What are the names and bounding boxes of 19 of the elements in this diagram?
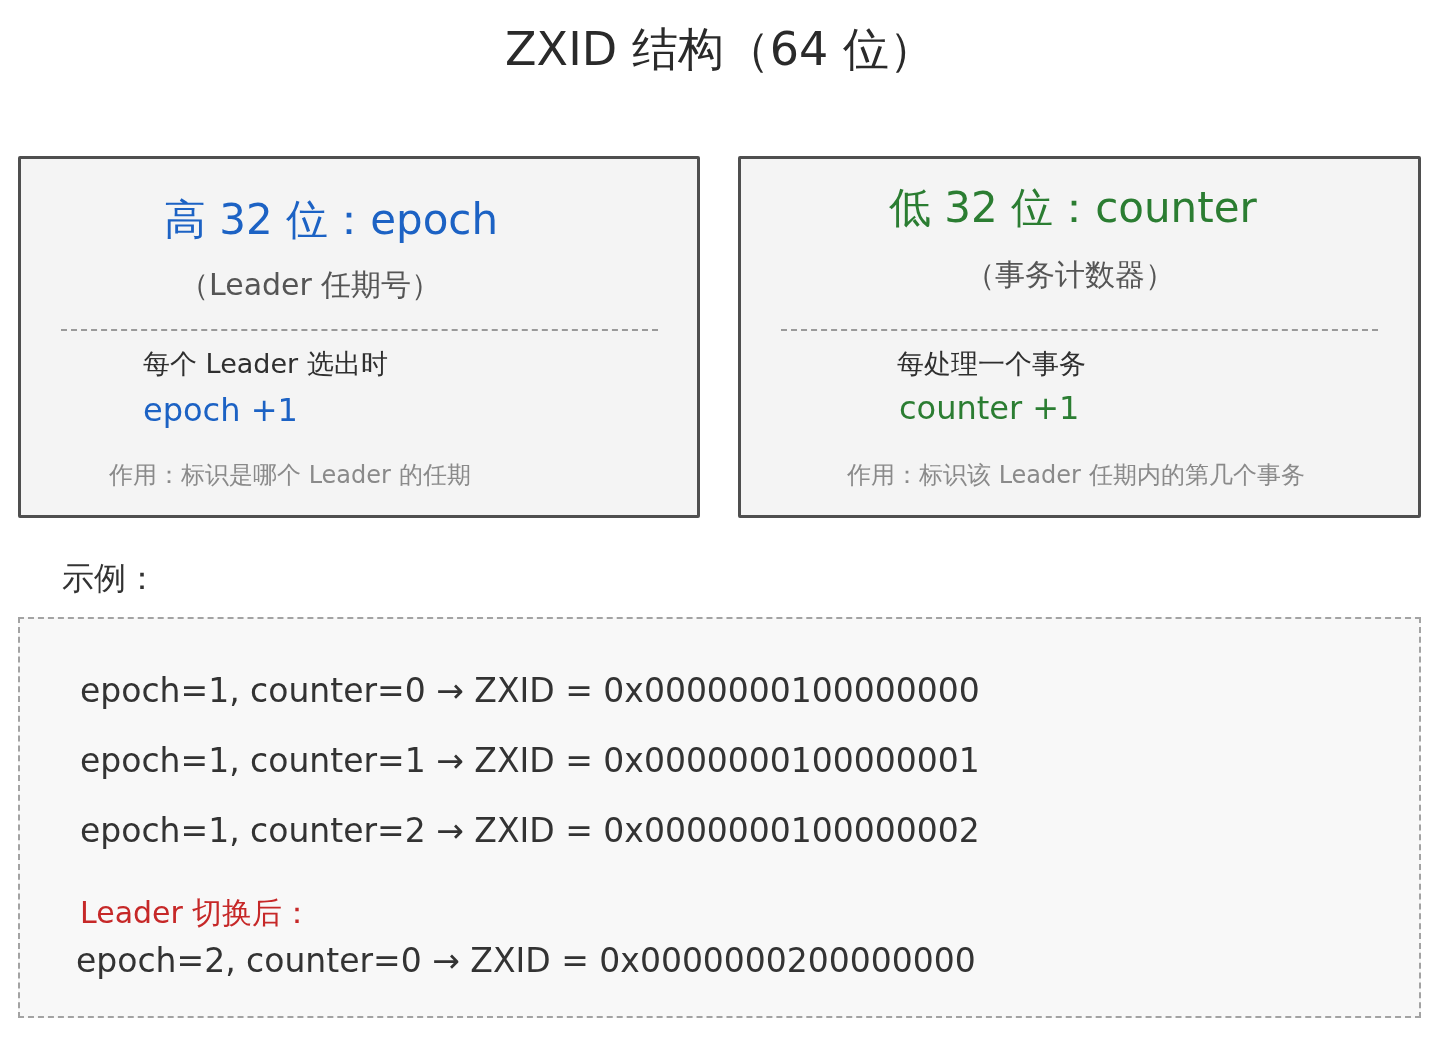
example-line: epoch=1, counter=1 → ZXID = 0x0000000100000001 (80, 741, 980, 781)
info-card (18, 156, 700, 518)
purpose-note: 作用：标识是哪个 Leader 的任期 (109, 461, 471, 490)
increment-text: epoch +1 (143, 391, 298, 430)
example-line: epoch=1, counter=0 → ZXID = 0x0000000100000000 (80, 671, 980, 711)
diagram-title: ZXID 结构（64 位） (505, 22, 935, 78)
example-line: epoch=1, counter=2 → ZXID = 0x0000000100000002 (80, 811, 980, 851)
field-subtitle: （事务计数器） (965, 257, 1175, 293)
field-subtitle: （Leader 任期号） (179, 267, 442, 303)
rule-text: 每个 Leader 选出时 (143, 348, 388, 381)
field-heading: 高 32 位：epoch (164, 195, 499, 246)
switch-heading: Leader 切换后： (80, 895, 313, 931)
field-heading: 低 32 位：counter (889, 183, 1257, 234)
increment-text: counter +1 (899, 389, 1080, 428)
example-line: epoch=2, counter=0 → ZXID = 0x0000000200000000 (76, 941, 976, 981)
purpose-note: 作用：标识该 Leader 任期内的第几个事务 (847, 461, 1305, 490)
info-card (738, 156, 1421, 518)
rule-text: 每处理一个事务 (897, 348, 1086, 381)
section-heading: 示例： (62, 559, 158, 598)
